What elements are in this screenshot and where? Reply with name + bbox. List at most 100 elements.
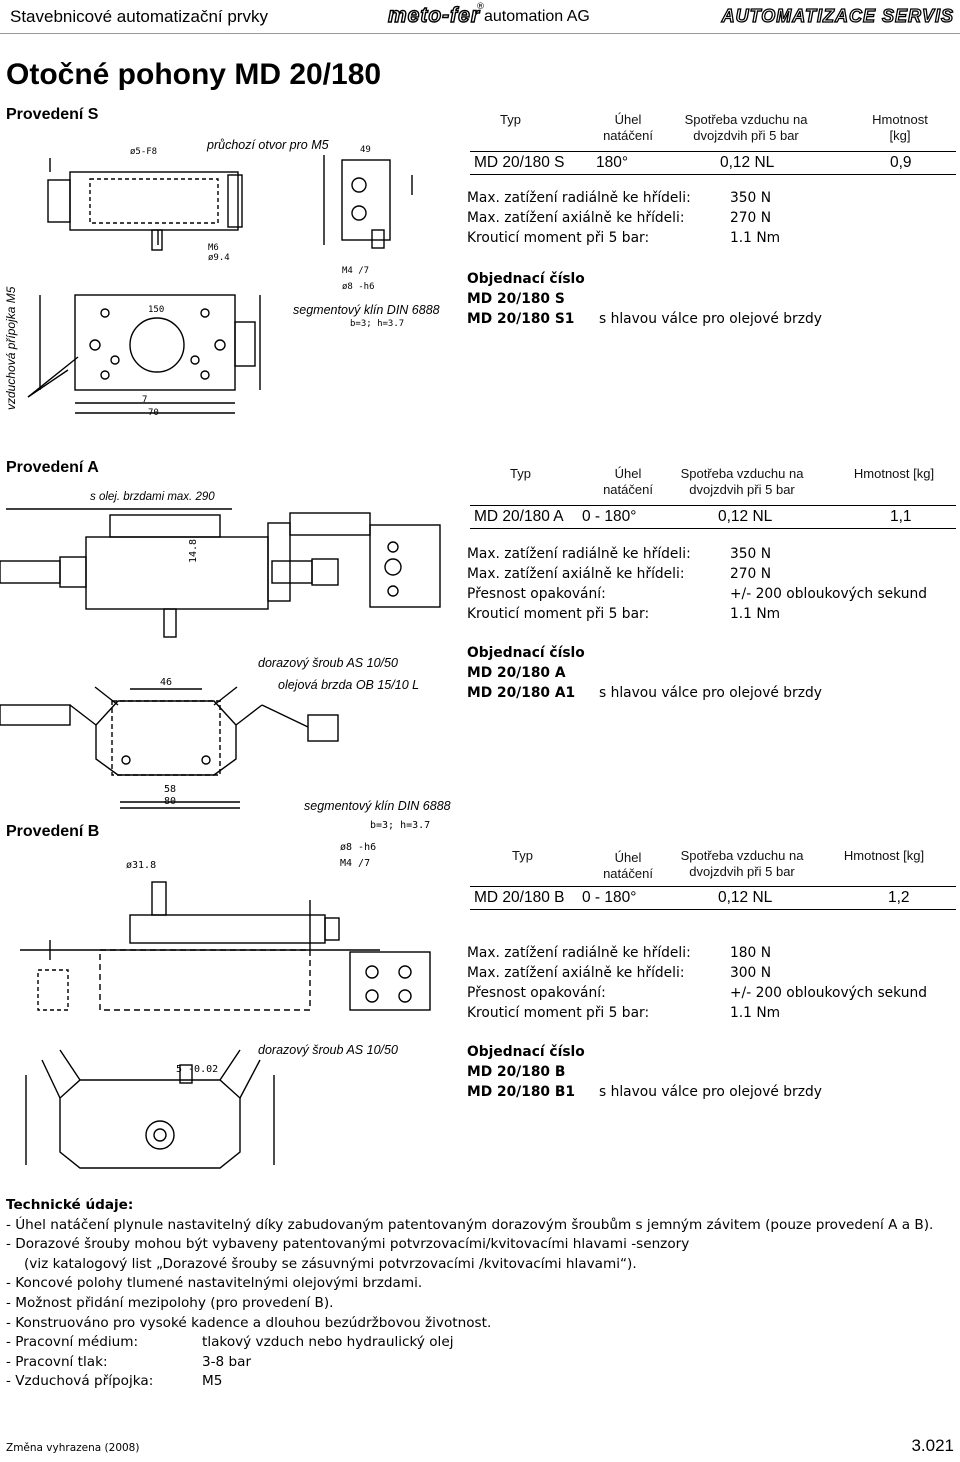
section-b-label: Provedení B [6, 823, 100, 840]
table-header-consumption: Spotřeba vzduchu na dvojzdvih při 5 bar [680, 466, 804, 497]
table-row: MD 20/180 S 180° 0,12 NL 0,9 [470, 151, 956, 175]
section-b-key-note: segmentový klín DIN 6888 [304, 799, 451, 813]
table-row: MD 20/180 B 0 - 180° 0,12 NL 1,2 [470, 886, 956, 910]
prop-value: 1.1 Nm [730, 1005, 781, 1021]
section-a-table: Typ Úhel natáčení Spotřeba vzduchu na dv… [470, 462, 956, 532]
prop-value: +/- 200 obloukových sekund [730, 586, 927, 602]
order-item: MD 20/180 A [467, 665, 566, 681]
technical-data-item: (viz katalogový list „Dorazové šrouby se… [24, 1255, 637, 1272]
technical-data-item: - Koncové polohy tlumené nastavitelnými … [6, 1275, 423, 1292]
cell-angle: 180° [596, 154, 629, 171]
dim-label: b=3; h=3.7 [370, 820, 430, 831]
cell-consumption: 0,12 NL [720, 154, 775, 171]
header-brand-right: AUTOMATIZACE SERVIS [721, 5, 954, 26]
table-header-consumption: Spotřeba vzduchu na dvojzdvih při 5 bar [680, 848, 804, 879]
prop-value: 350 N [730, 190, 772, 206]
cell-angle: 0 - 180° [582, 889, 637, 906]
prop-label: Krouticí moment při 5 bar: [467, 230, 650, 246]
section-a-brakes-note: s olej. brzdami max. 290 [90, 491, 215, 503]
section-a-drawing: 14.8 46 [0, 508, 441, 776]
header-company: automation AG [484, 8, 590, 25]
dim-label: ø31.8 [126, 860, 156, 871]
prop-label: Max. zatížení radiálně ke hřídeli: [467, 190, 691, 206]
cell-weight: 1,1 [890, 508, 912, 525]
dim-label: 80 [164, 796, 176, 807]
page-header: Stavebnicové automatizační prvky meto-fe… [0, 0, 960, 34]
section-s-through-hole-note: průchozí otvor pro M5 [207, 138, 329, 152]
table-header-type: Typ [512, 848, 533, 863]
cell-type: MD 20/180 S [474, 154, 565, 171]
cell-weight: 0,9 [890, 154, 912, 171]
table-header-weight: Hmotnost [kg] [872, 112, 928, 143]
section-b-props: Max. zatížení radiálně ke hřídeli: 180 N… [467, 943, 957, 1027]
cell-angle: 0 - 180° [582, 508, 637, 525]
section-s-air-port-note: vzduchová přípojka M5 [4, 286, 18, 410]
order-heading: Objednací číslo [467, 271, 585, 287]
prop-label: Krouticí moment při 5 bar: [467, 1005, 650, 1021]
dim-label: ø9.4 [208, 253, 230, 263]
dim-label: 49 [360, 145, 371, 155]
dim-label: ø8 -h6 [342, 282, 375, 292]
section-s-key-note: segmentový klín DIN 6888 [293, 303, 440, 317]
table-header-weight: Hmotnost [kg] [853, 466, 935, 481]
prop-label: Max. zatížení axiálně ke hřídeli: [467, 566, 685, 582]
dim-label: 58 [164, 784, 176, 795]
order-item-desc: s hlavou válce pro olejové brzdy [599, 685, 822, 701]
registered-mark: ® [476, 2, 485, 12]
table-header-angle: Úhel natáčení [603, 112, 653, 143]
section-b-drawing: 58 80 ø31.8 b=3; h=3.7 ø8 -h6 M4 /7 5 -0… [20, 784, 431, 1169]
table-header-weight: Hmotnost [kg] [843, 848, 925, 863]
section-s-drawing: ø5-F8 49 M6 ø9.4 M4 /7 ø8 -h6 b=3; h=3.7… [27, 145, 413, 418]
prop-label: Max. zatížení radiálně ke hřídeli: [467, 945, 691, 961]
section-s-order: Objednací číslo MD 20/180 S MD 20/180 S1… [467, 269, 947, 329]
technical-data-item: - Dorazové šrouby mohou být vybaveny pat… [6, 1236, 690, 1253]
dim-label: 14.8 [188, 539, 199, 563]
section-b-table: Typ Úhel natáčení Spotřeba vzduchu na dv… [470, 846, 956, 916]
dim-label: 5 -0.02 [176, 1064, 218, 1075]
page-title: Otočné pohony MD 20/180 [6, 58, 382, 91]
technical-data-item: - Možnost přidání mezipolohy (pro proved… [6, 1294, 334, 1311]
section-s-props: Max. zatížení radiálně ke hřídeli: 350 N… [467, 188, 957, 252]
dim-label: M6 [208, 243, 219, 253]
header-category: Stavebnicové automatizační prvky [10, 7, 268, 26]
dim-label: 46 [160, 677, 172, 688]
section-a-label: Provedení A [6, 459, 99, 476]
order-heading: Objednací číslo [467, 1044, 585, 1060]
prop-value: 180 N [730, 945, 772, 961]
cell-weight: 1,2 [888, 889, 910, 906]
cell-type: MD 20/180 A [474, 508, 564, 525]
page-number: 3.021 [911, 1436, 954, 1455]
dim-label: 150 [148, 305, 164, 315]
table-header-type: Typ [510, 466, 531, 481]
prop-value: 1.1 Nm [730, 606, 781, 622]
dim-label: M4 /7 [340, 858, 370, 869]
technical-data-item: - Úhel natáčení plynule nastavitelný dík… [6, 1216, 934, 1233]
prop-value: 1.1 Nm [730, 230, 781, 246]
prop-label: Krouticí moment při 5 bar: [467, 606, 650, 622]
cell-type: MD 20/180 B [474, 889, 565, 906]
prop-value: 270 N [730, 566, 772, 582]
prop-value: 350 N [730, 546, 772, 562]
order-item-desc: s hlavou válce pro olejové brzdy [599, 311, 822, 327]
prop-label: Max. zatížení radiálně ke hřídeli: [467, 546, 691, 562]
table-header-consumption: Spotřeba vzduchu na dvojzdvih při 5 bar [684, 112, 808, 143]
brand-logo: meto-fer [387, 3, 481, 27]
dim-label: M4 /7 [342, 266, 369, 276]
technical-data-kv: - Pracovní tlak:3-8 bar [6, 1353, 252, 1370]
technical-data-item: - Konstruováno pro vysoké kadence a dlou… [6, 1314, 492, 1331]
table-header-angle: Úhel natáčení [603, 850, 653, 881]
section-a-order: Objednací číslo MD 20/180 A MD 20/180 A1… [467, 643, 947, 703]
section-s-label: Provedení S [6, 106, 99, 123]
order-item: MD 20/180 B [467, 1064, 566, 1080]
dim-label: 7 [142, 395, 147, 405]
order-item: MD 20/180 S [467, 291, 565, 307]
dim-label: ø5-F8 [130, 147, 157, 157]
table-header-angle: Úhel natáčení [603, 466, 653, 497]
prop-value: 300 N [730, 965, 772, 981]
section-b-order: Objednací číslo MD 20/180 B MD 20/180 B1… [467, 1042, 947, 1102]
section-a-props: Max. zatížení radiálně ke hřídeli: 350 N… [467, 544, 957, 628]
table-header-type: Typ [500, 112, 521, 127]
section-s-table: Typ Úhel natáčení Spotřeba vzduchu na dv… [470, 108, 956, 178]
